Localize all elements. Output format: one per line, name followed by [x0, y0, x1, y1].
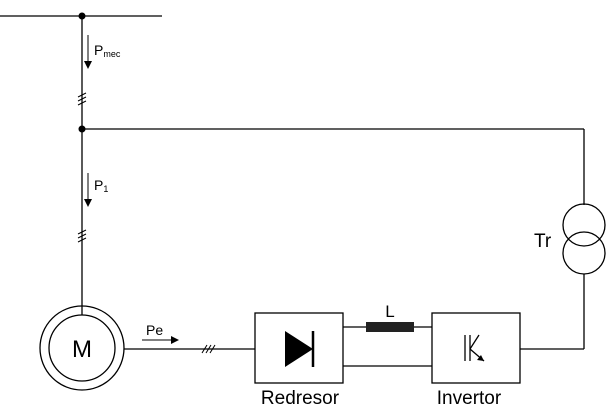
p-e-arrow: [142, 336, 179, 344]
p-mec-label: Pmec: [94, 42, 121, 59]
shaft-hatch-lower: [77, 229, 87, 243]
p-mec-arrow: [84, 35, 92, 69]
transformer-label: Tr: [534, 231, 552, 252]
diode-icon: [285, 331, 315, 367]
line-hatch: [201, 344, 216, 354]
inductor-symbol: [366, 322, 414, 332]
motor-label: M: [72, 336, 92, 363]
thyristor-switch-icon: [464, 334, 485, 362]
p-e-label: Pe: [146, 322, 163, 338]
inductor-label: L: [385, 302, 394, 321]
transformer-symbol: [562, 203, 606, 275]
rectifier-block: [254, 312, 344, 384]
p-1-arrow: [84, 173, 92, 207]
shaft-hatch-upper: [77, 92, 87, 106]
inverter-label: Invertor: [437, 388, 502, 409]
p-1-label: P1: [94, 177, 108, 194]
rectifier-label: Redresor: [261, 388, 340, 409]
motor-symbol: [39, 305, 125, 391]
inverter-block: [431, 312, 521, 384]
